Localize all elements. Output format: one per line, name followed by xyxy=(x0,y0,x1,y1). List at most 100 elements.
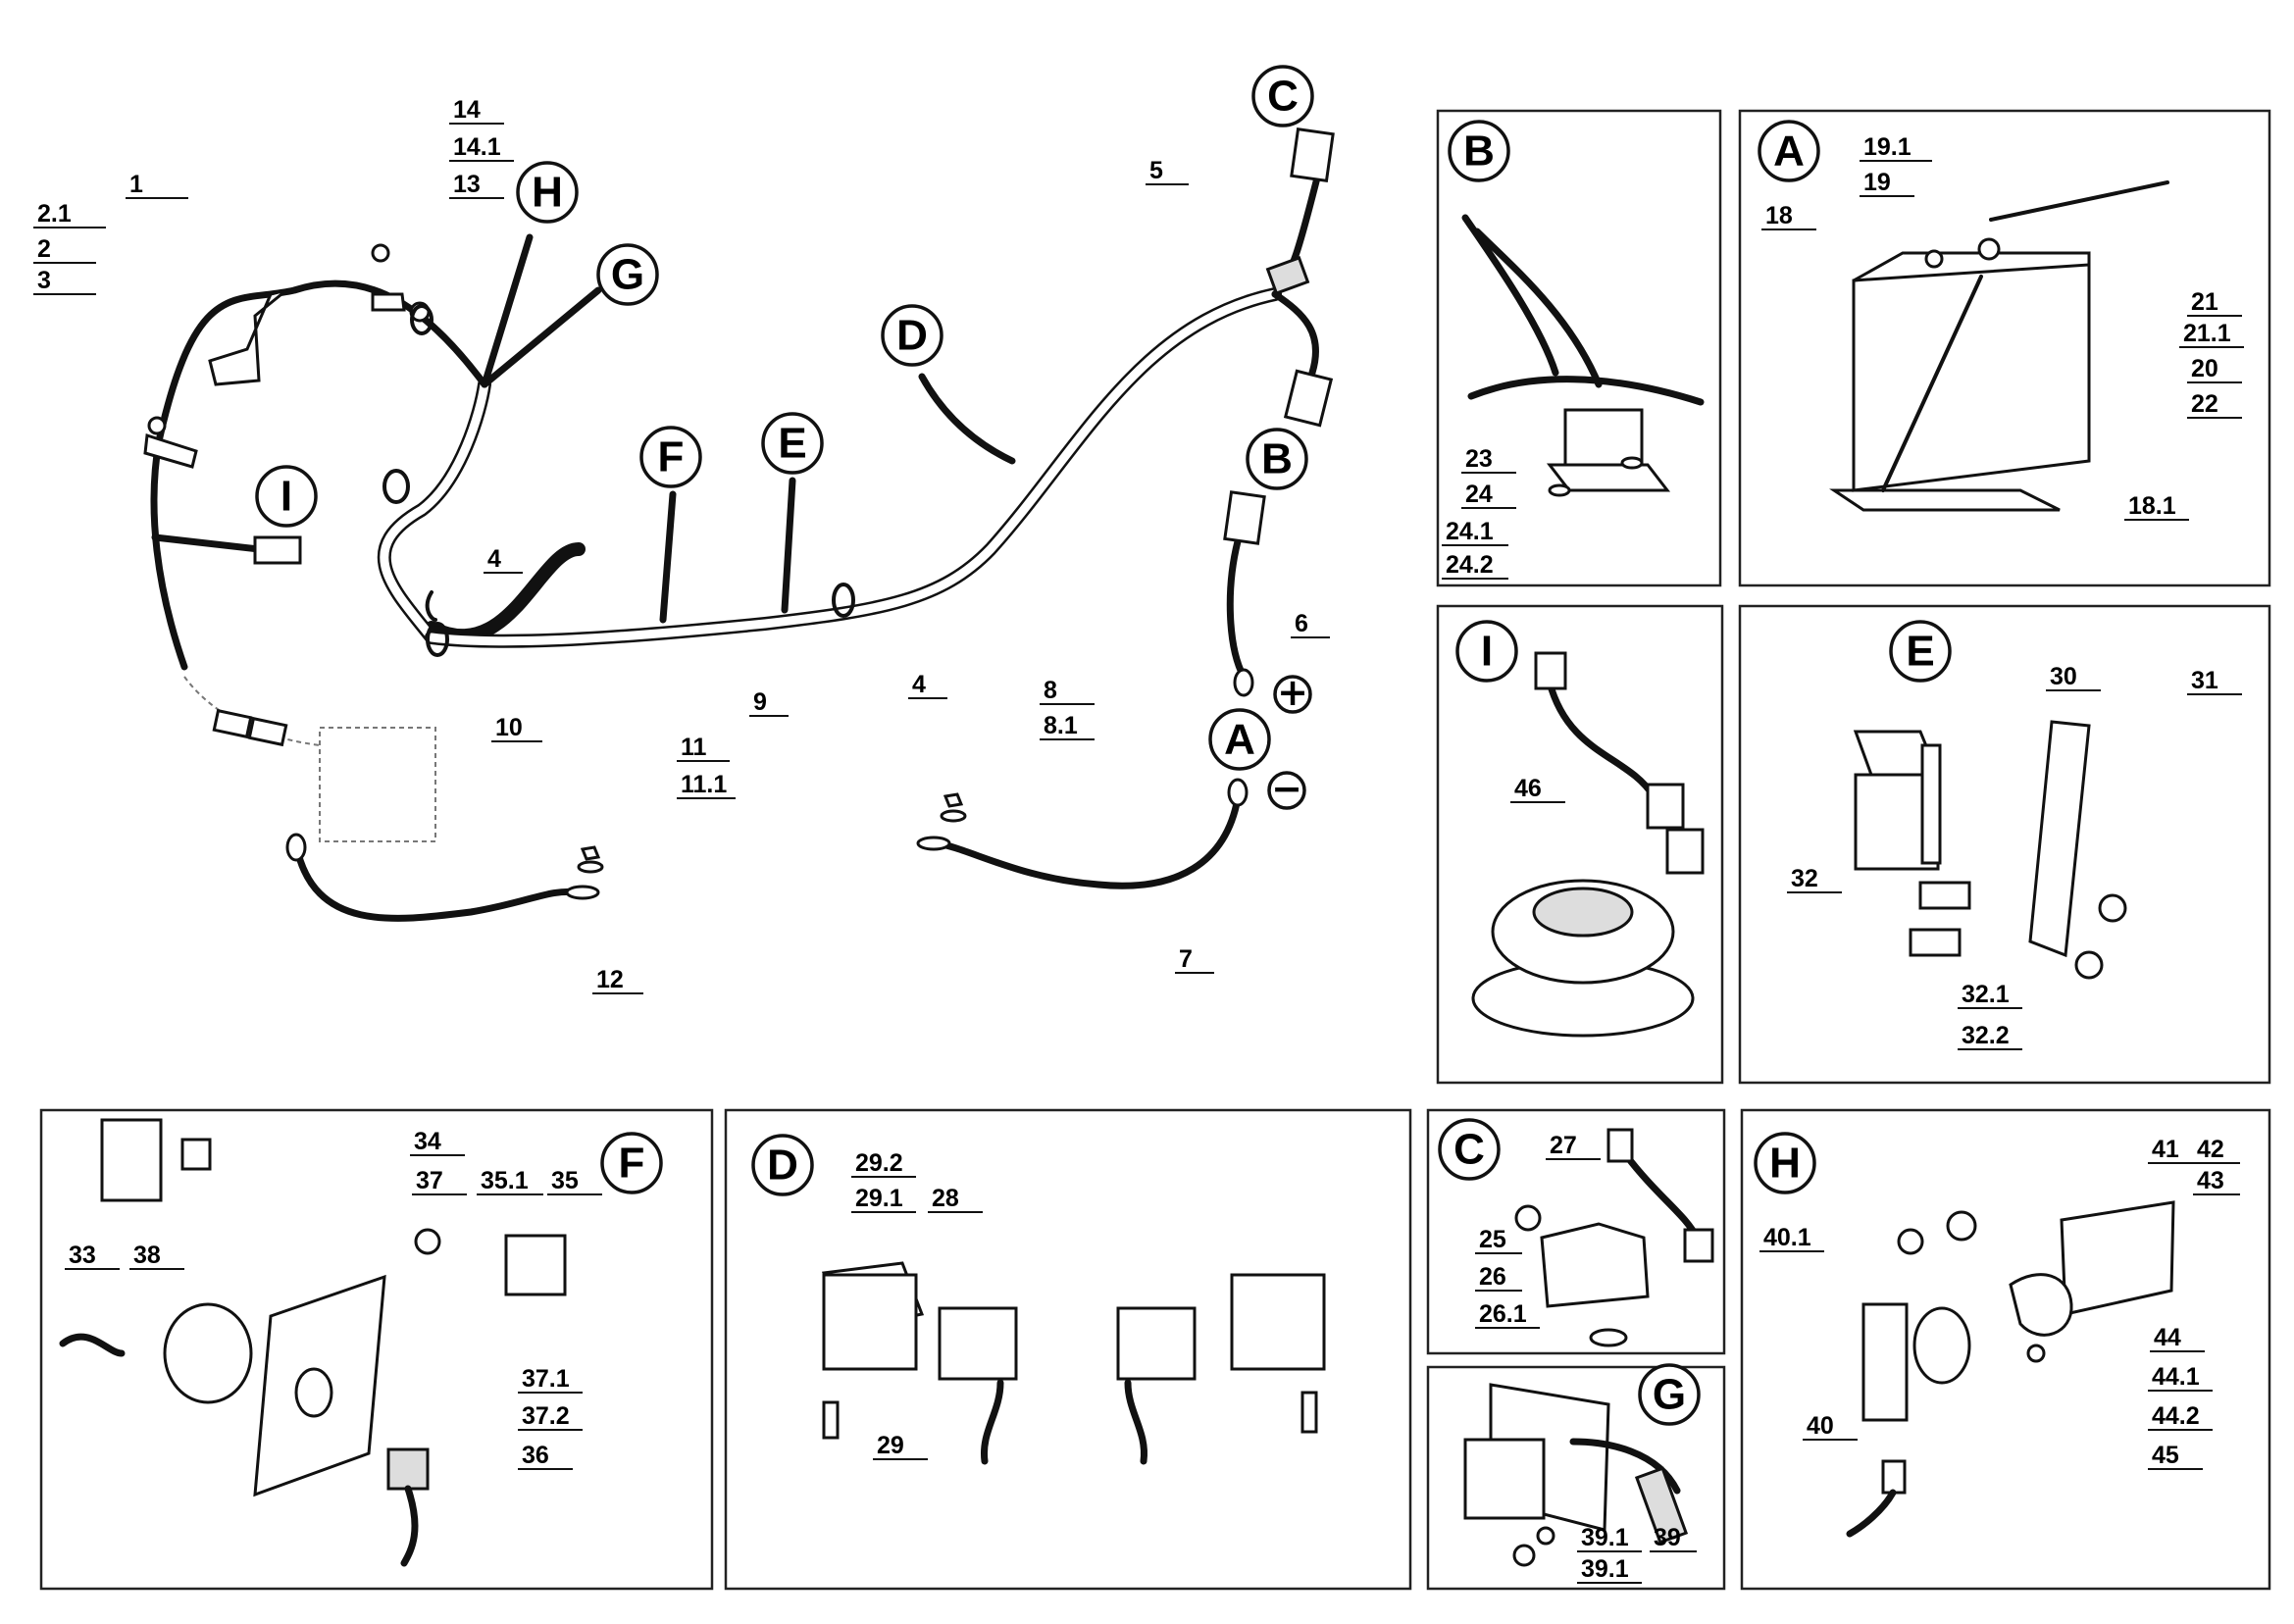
callout-c20: 20 xyxy=(2187,355,2242,383)
callout-c8: 8 xyxy=(1040,677,1095,705)
badge-circle xyxy=(255,465,318,528)
badge-bD: D xyxy=(881,304,943,367)
callout-c32_2: 32.2 xyxy=(1958,1022,2022,1050)
callout-c7: 7 xyxy=(1175,945,1214,974)
badge-bC: C xyxy=(1251,65,1314,127)
callout-c29: 29 xyxy=(873,1432,928,1460)
callout-number: 11 xyxy=(681,734,707,761)
badge-letter: E xyxy=(778,420,806,468)
callout-c3: 3 xyxy=(33,267,96,295)
badge-circle xyxy=(1758,120,1820,182)
callout-number: 29.1 xyxy=(855,1185,903,1212)
callout-c24: 24 xyxy=(1461,481,1516,509)
badge-pI: I xyxy=(1455,620,1518,683)
callout-number: 29.2 xyxy=(855,1149,903,1177)
badge-letter: D xyxy=(896,312,928,360)
callout-number: 18 xyxy=(1765,202,1793,229)
badge-letter: H xyxy=(532,169,563,217)
badge-circle xyxy=(1448,120,1510,182)
callout-c21_1: 21.1 xyxy=(2179,320,2244,348)
badge-pG: G xyxy=(1638,1363,1701,1426)
badge-circle xyxy=(761,412,824,475)
callout-number: 31 xyxy=(2191,667,2218,694)
badge-letter: F xyxy=(619,1140,645,1188)
badge-letter: H xyxy=(1769,1140,1801,1188)
callout-number: 30 xyxy=(2050,663,2077,690)
callout-number: 11.1 xyxy=(681,771,727,798)
badge-letter: C xyxy=(1453,1126,1485,1174)
callout-number: 32.2 xyxy=(1962,1022,2010,1049)
callout-c18: 18 xyxy=(1761,202,1816,230)
badge-letter: I xyxy=(1481,628,1493,676)
callout-c4b: 4 xyxy=(908,671,947,699)
callout-number: 24.1 xyxy=(1446,518,1494,545)
badge-circle xyxy=(1455,620,1518,683)
callout-c37_2: 37.2 xyxy=(518,1402,583,1431)
badge-circle xyxy=(1251,65,1314,127)
callout-c21: 21 xyxy=(2187,288,2242,317)
callout-c2_1: 2.1 xyxy=(33,200,106,228)
badge-letter: F xyxy=(658,433,685,482)
callout-number: 23 xyxy=(1465,445,1493,473)
callout-number: 10 xyxy=(495,714,523,741)
callout-c36: 36 xyxy=(518,1442,573,1470)
callout-number: 22 xyxy=(2191,390,2218,418)
panel-h xyxy=(1740,1108,2271,1591)
callout-c38: 38 xyxy=(129,1242,184,1270)
callout-number: 19 xyxy=(1863,169,1891,196)
callout-c44: 44 xyxy=(2150,1324,2205,1352)
badge-circle xyxy=(1754,1132,1816,1194)
badge-bA: A xyxy=(1208,708,1271,771)
callout-c24_2: 24.2 xyxy=(1442,551,1508,580)
badge-bF: F xyxy=(639,426,702,488)
callout-number: 19.1 xyxy=(1863,133,1912,161)
badge-letter: E xyxy=(1906,628,1934,676)
badge-letter: D xyxy=(767,1142,798,1190)
callout-number: 2.1 xyxy=(37,200,72,228)
callout-number: 40 xyxy=(1807,1412,1834,1440)
callout-number: 39.1 xyxy=(1581,1524,1629,1551)
callout-c29_2: 29.2 xyxy=(851,1149,916,1178)
callout-c12: 12 xyxy=(592,966,643,994)
badge-bI: I xyxy=(255,465,318,528)
callout-c25: 25 xyxy=(1475,1226,1522,1254)
callout-c8_1: 8.1 xyxy=(1040,712,1095,740)
callout-number: 33 xyxy=(69,1242,96,1269)
callout-number: 21 xyxy=(2191,288,2218,316)
callout-number: 45 xyxy=(2152,1442,2179,1469)
callout-number: 42 xyxy=(2197,1136,2224,1163)
callout-c28: 28 xyxy=(928,1185,983,1213)
callout-c19: 19 xyxy=(1860,169,1914,197)
callout-number: 32 xyxy=(1791,865,1818,892)
callout-c11_1: 11.1 xyxy=(677,771,736,799)
badge-pA: A xyxy=(1758,120,1820,182)
callout-number: 44.1 xyxy=(2152,1363,2200,1391)
badge-pD: D xyxy=(751,1134,814,1196)
badge-letter: I xyxy=(280,473,292,521)
main-harness xyxy=(143,127,1335,922)
callout-c14: 14 xyxy=(449,96,504,125)
callout-c18_1: 18.1 xyxy=(2124,492,2189,521)
callout-c5: 5 xyxy=(1146,157,1189,185)
callout-number: 18.1 xyxy=(2128,492,2176,520)
callout-c6: 6 xyxy=(1291,610,1330,638)
badge-bG: G xyxy=(596,243,659,306)
callout-c9: 9 xyxy=(749,688,789,717)
callout-c40: 40 xyxy=(1803,1412,1858,1441)
callout-number: 37 xyxy=(416,1167,443,1194)
minus-sign: − xyxy=(1271,767,1302,810)
badge-bE: E xyxy=(761,412,824,475)
callout-labels: 12.1231414.113410945688.11111.1127232424… xyxy=(33,96,2244,1584)
badge-circle xyxy=(1208,708,1271,771)
callout-c33: 33 xyxy=(65,1242,120,1270)
callout-number: 35 xyxy=(551,1167,579,1194)
callout-number: 14.1 xyxy=(453,133,501,161)
badge-pH: H xyxy=(1754,1132,1816,1194)
callout-c26_1: 26.1 xyxy=(1475,1300,1540,1329)
callout-c34: 34 xyxy=(410,1128,465,1156)
callout-number: 26 xyxy=(1479,1263,1506,1291)
callout-c10: 10 xyxy=(491,714,542,742)
badge-circle xyxy=(1889,620,1952,683)
badge-letter: B xyxy=(1261,435,1293,483)
